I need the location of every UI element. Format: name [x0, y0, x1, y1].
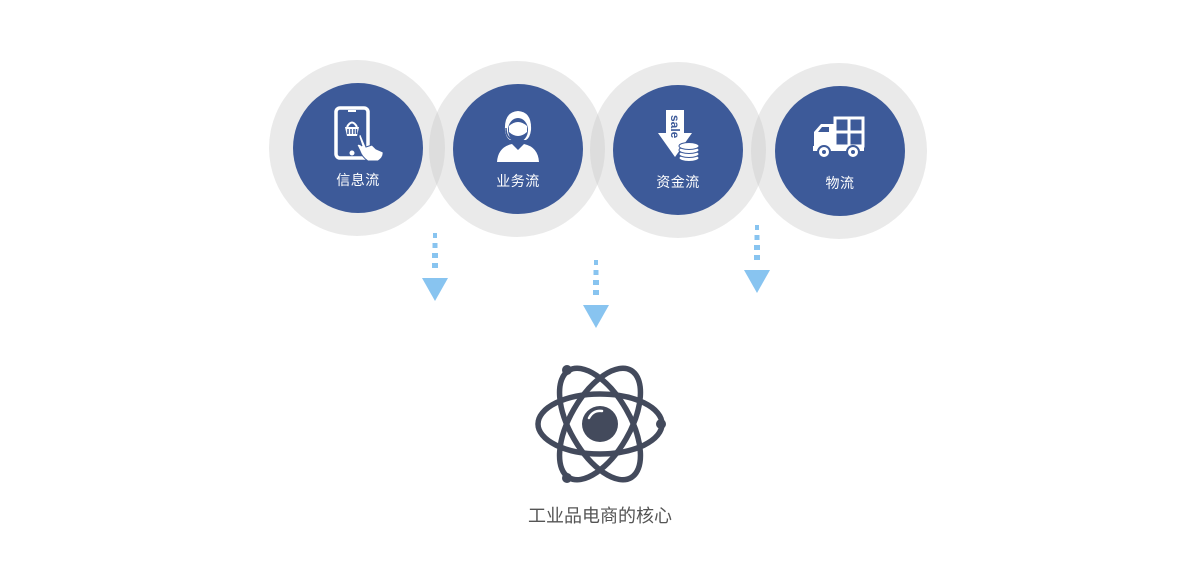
tablet-shopping-basket-icon	[328, 105, 388, 163]
core-label: 工业品电商的核心	[528, 506, 672, 526]
flow-node-capital: sale 资金流	[613, 85, 743, 215]
atom-icon	[535, 365, 666, 483]
flow-node-business: 业务流	[453, 84, 583, 214]
sale-arrow-coins-icon: sale	[648, 107, 708, 165]
flow-node-logistics: 物流	[775, 86, 905, 216]
customer-service-agent-icon	[488, 106, 548, 164]
dashed-down-arrow-icon	[583, 260, 609, 328]
svg-text:sale: sale	[668, 115, 682, 139]
flow-label: 资金流	[656, 174, 700, 190]
flow-label: 业务流	[496, 173, 540, 189]
dashed-down-arrow-icon	[422, 233, 448, 301]
flow-label: 信息流	[336, 172, 380, 188]
dashed-down-arrow-icon	[744, 225, 770, 293]
flow-label: 物流	[825, 175, 855, 191]
delivery-truck-icon	[810, 108, 870, 166]
flow-node-info: 信息流	[293, 83, 423, 213]
